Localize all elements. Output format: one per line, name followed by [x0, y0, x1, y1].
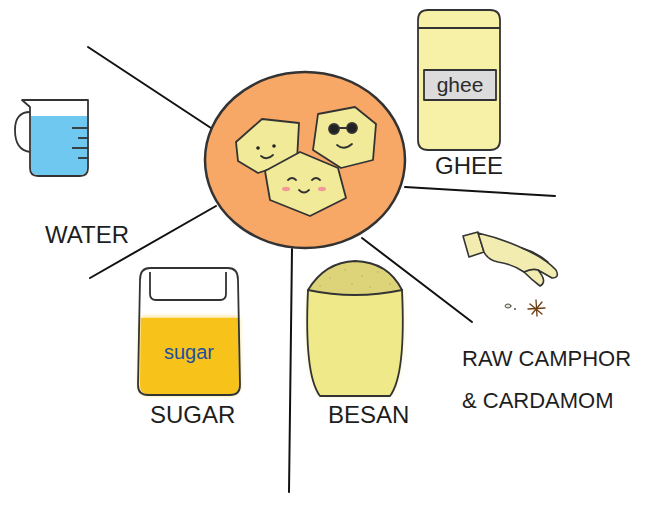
- barfi-piece-part: [329, 124, 339, 134]
- besan-cup-part-part: [369, 286, 371, 288]
- spoke-lines-part: [88, 47, 214, 130]
- sugar-bag-part: [140, 318, 239, 394]
- spice-bits-part: [514, 308, 516, 310]
- water-jug-part: [78, 157, 88, 159]
- barfi-piece: [265, 152, 346, 216]
- besan-cup-part: [307, 290, 403, 396]
- water-jug-part: [22, 100, 88, 176]
- besan-cup-part-part: [351, 283, 353, 285]
- besan-cup-part-part: [361, 275, 363, 277]
- barfi-piece-part: [265, 152, 346, 216]
- ingredient-label: BESAN: [328, 401, 409, 429]
- besan-cup-part-part: [377, 271, 379, 273]
- besan-cup-part-part: [389, 283, 391, 285]
- sugar-bag-part: [140, 318, 239, 394]
- barfi-piece-part: [299, 190, 309, 193]
- pinching-hand-part: [478, 233, 557, 286]
- water-jug-part: [78, 137, 88, 139]
- besan-cup-part: [319, 269, 391, 288]
- water-jug-part: [72, 147, 88, 149]
- water-jug-part: [15, 112, 30, 152]
- plate-part: [205, 72, 405, 248]
- barfi-piece-part: [313, 107, 376, 168]
- ghee-jar-part: [424, 70, 496, 100]
- besan-cup-part: [308, 261, 402, 295]
- barfi-piece-part: [318, 187, 326, 191]
- ingredient-label: SUGAR: [150, 401, 235, 429]
- water-jug-part: [31, 116, 87, 175]
- spice-bits-part: [505, 304, 511, 308]
- sugar-bag: [138, 268, 240, 395]
- barfi-piece-part: [288, 178, 296, 180]
- ingredient-label: GHEE: [435, 152, 503, 180]
- sugar-bag-part: [150, 272, 226, 300]
- barfi-piece-part: [272, 144, 276, 148]
- spice-bits-part: [536, 300, 537, 316]
- ingredient-label: WATER: [45, 221, 129, 249]
- besan-cup-part-part: [319, 285, 321, 287]
- pinching-hand: [463, 232, 557, 286]
- barfi-piece-part: [282, 187, 290, 191]
- container-label: sugar: [164, 341, 214, 364]
- besan-cup-part-part: [344, 269, 346, 271]
- ghee-jar-part: [418, 27, 500, 29]
- barfi-piece-part: [337, 144, 352, 148]
- besan-cup-part: [307, 290, 403, 396]
- barfi-piece: [313, 107, 376, 168]
- ghee-jar: [418, 10, 500, 150]
- sugar-bag-part: [138, 268, 240, 395]
- besan-cup-part-part: [329, 277, 331, 279]
- ingredient-label: RAW CAMPHOR & CARDAMOM: [462, 338, 640, 422]
- pinching-hand-part: [524, 269, 538, 272]
- water-jug-part: [72, 127, 88, 129]
- spoke-lines-part: [405, 187, 555, 196]
- ghee-jar-part: [418, 10, 500, 150]
- barfi-piece-part: [347, 123, 357, 133]
- spice-bits: [505, 300, 545, 316]
- barfi-piece-part: [312, 178, 320, 180]
- barfi-piece-part: [256, 146, 260, 150]
- water-jug: [15, 100, 88, 176]
- spoke-lines-part: [289, 249, 292, 492]
- plate: [205, 72, 405, 248]
- container-label: ghee: [437, 73, 484, 97]
- barfi-piece-part: [339, 127, 347, 129]
- besan-cup: [307, 261, 403, 396]
- pinching-hand-part: [522, 248, 548, 262]
- barfi-piece-part: [261, 155, 273, 158]
